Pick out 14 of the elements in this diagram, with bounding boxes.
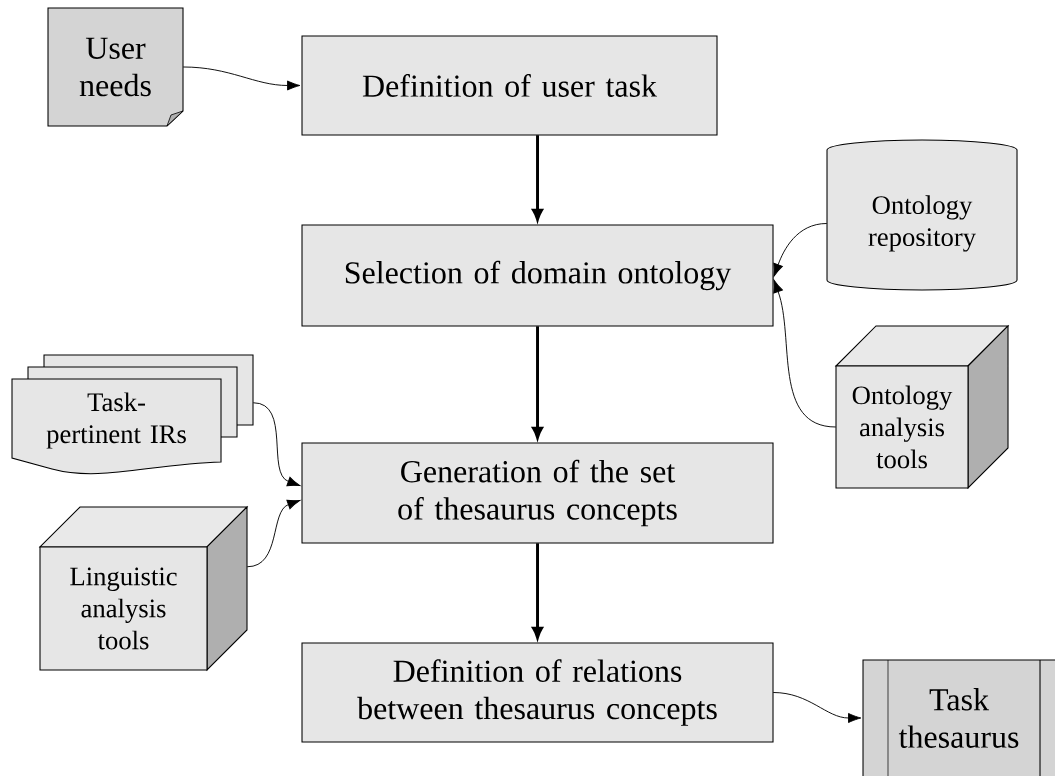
process-box: Generation of the set of thesaurus concepts (301, 442, 774, 544)
arrow (182, 66, 301, 91)
document-note: User needs (47, 7, 184, 127)
process-box: Definition of relations between thesaurus concepts (301, 642, 774, 743)
arrow (773, 279, 837, 428)
arrow (773, 223, 828, 277)
document-stack: Task-pertinent IRs (11, 354, 254, 475)
process-box: Selection of domain ontology (301, 224, 774, 327)
arrow (252, 402, 301, 487)
data-store: Task thesaurus (862, 659, 1055, 776)
database-cylinder: Ontology repository (826, 139, 1018, 291)
process-box: Definition of user task (301, 35, 718, 136)
arrow (246, 499, 301, 568)
arrow (772, 692, 862, 723)
